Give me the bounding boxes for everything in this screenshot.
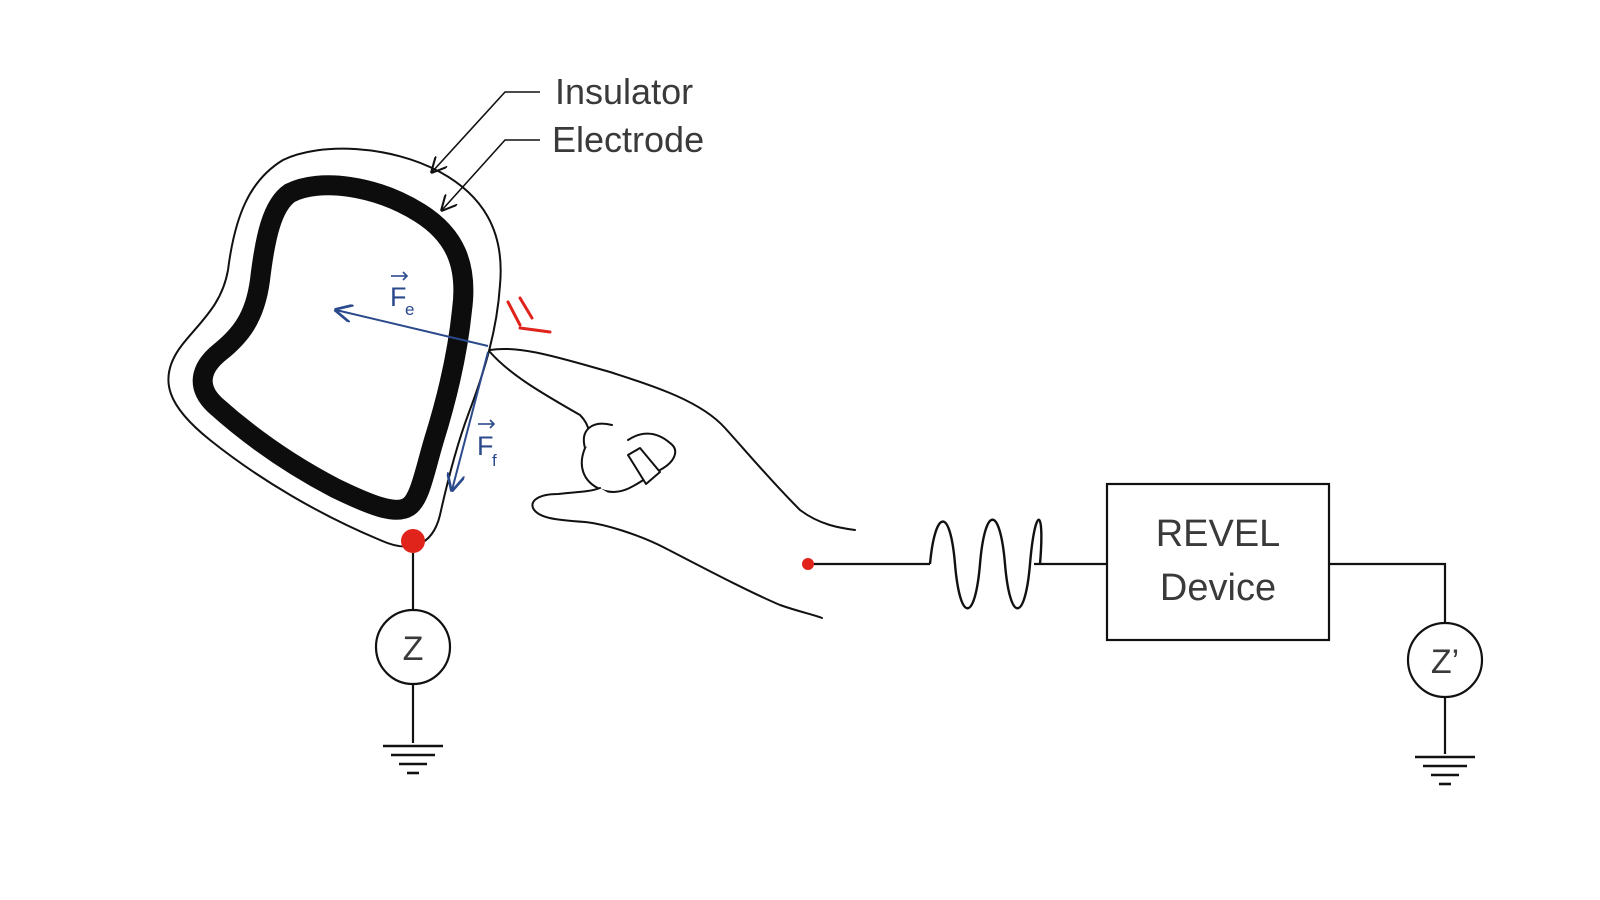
electrostatic-force-vector: [336, 310, 489, 347]
insulator-leader-line: [432, 91, 540, 172]
object-contact-dot: [401, 529, 425, 553]
device-impedance-label: Z’: [1431, 643, 1459, 681]
device-label-line1: REVEL: [1156, 513, 1281, 555]
friction-force-vector: [452, 351, 489, 490]
device-wire: [1329, 562, 1447, 622]
svg-text:e: e: [405, 300, 414, 319]
electrostatic-force-label: F e: [390, 271, 414, 319]
ground-symbol-icon: [383, 744, 443, 775]
electrode-band: [192, 175, 474, 520]
electrode-leader-line: [442, 139, 540, 210]
svg-text:F: F: [477, 431, 494, 461]
sine-wave-icon: [928, 518, 1043, 610]
svg-text:f: f: [492, 451, 497, 470]
insulator-label: Insulator: [555, 71, 693, 112]
object-impedance-label: Z: [403, 630, 424, 668]
revel-device-box: [1105, 482, 1331, 642]
pointing-hand-icon: [489, 347, 856, 619]
wrist-electrode-dot: [802, 558, 814, 570]
friction-force-label: F f: [477, 419, 497, 470]
electrode-label: Electrode: [552, 119, 704, 160]
touch-spark-icon: [506, 296, 552, 334]
svg-text:F: F: [390, 282, 407, 312]
ground-symbol-icon: [1415, 755, 1475, 786]
device-label-line2: Device: [1160, 567, 1276, 609]
